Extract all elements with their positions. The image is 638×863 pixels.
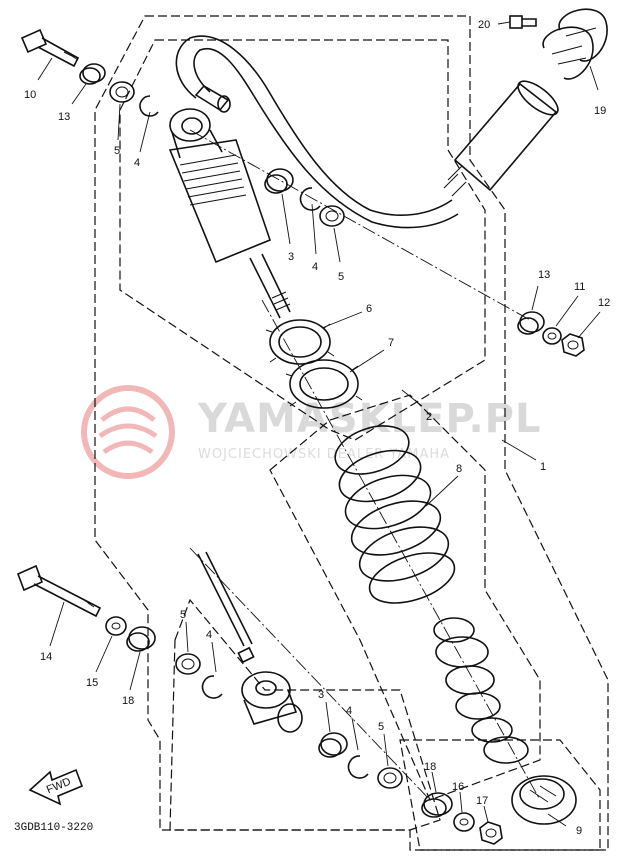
shock-body	[168, 84, 291, 319]
watermark-brand: YAMASKLEP.PL	[197, 396, 541, 442]
callout-2: 2	[426, 411, 432, 423]
callout-3-lower: 3	[318, 689, 324, 701]
lower-washer	[105, 616, 127, 636]
callout-16: 16	[452, 781, 464, 793]
lower-right-circlip	[347, 755, 369, 779]
forward-direction-arrow: FWD	[28, 768, 84, 806]
lower-right-collar-18	[421, 792, 453, 818]
clamp-screw	[509, 15, 537, 29]
callout-7: 7	[388, 337, 394, 349]
callout-5-lower-right: 5	[378, 721, 384, 733]
upper-collar	[79, 63, 106, 85]
lower-right-nut	[479, 821, 503, 845]
upper-right-circlip	[299, 187, 321, 211]
lower-bolt-boundary	[399, 739, 601, 851]
watermark: YAMASKLEP.PL WOJCIECHOWSKI DEALER YAMAHA	[81, 385, 541, 479]
lower-left-circlip	[201, 675, 223, 699]
callout-20: 20	[478, 19, 490, 31]
upper-left-oil-seal	[109, 81, 135, 103]
shock-spring	[334, 425, 456, 604]
lower-bolt	[16, 564, 102, 618]
lower-left-oil-seal	[175, 653, 201, 675]
assembly-boundary-inner	[119, 39, 486, 441]
callout-14: 14	[40, 651, 52, 663]
watermark-logo-mark	[98, 406, 158, 455]
upper-left-circlip	[139, 95, 159, 117]
upper-axis-line	[189, 129, 531, 321]
callout-4-lower-left: 4	[206, 629, 212, 641]
leader-lines	[37, 21, 601, 827]
forward-label: FWD	[45, 776, 73, 797]
lower-right-washer	[453, 812, 475, 832]
lower-left-collar	[126, 626, 156, 652]
callout-13-right: 13	[538, 269, 550, 281]
center-axis-line	[261, 299, 541, 801]
callout-12: 12	[598, 297, 610, 309]
reservoir-clamps	[542, 8, 608, 80]
callout-4-upper-left: 4	[134, 157, 140, 169]
lower-bump-cup	[511, 775, 577, 825]
callout-5-upper-left: 5	[114, 145, 120, 157]
spring-locknut-upper	[265, 319, 335, 365]
lower-right-collar	[318, 732, 348, 758]
lower-right-oil-seal	[377, 767, 403, 789]
callout-18-left: 18	[122, 695, 134, 707]
lower-axis-line	[189, 547, 431, 801]
callout-11: 11	[574, 281, 585, 293]
callout-labels: 10 13 5 4 3 4 5 13 11 12 6 7 2 1 8 9 19 …	[24, 19, 610, 837]
callout-4-lower-right: 4	[346, 705, 352, 717]
watermark-logo	[81, 385, 175, 479]
upper-right-collar	[264, 168, 294, 194]
reservoir-assembly	[175, 35, 559, 229]
spring-boundary	[269, 394, 541, 801]
lower-spring-seat-stack	[433, 617, 529, 764]
callout-1: 1	[540, 461, 546, 473]
lower-eye-clevis	[241, 671, 303, 733]
callout-9: 9	[576, 825, 582, 837]
callout-3-upper: 3	[288, 251, 294, 263]
callout-17: 17	[476, 795, 488, 807]
drawing-code: 3GDB110-3220	[14, 822, 93, 834]
damper-rod	[197, 551, 255, 664]
assembly-boundary-outer	[94, 15, 609, 851]
right-washer	[542, 327, 562, 345]
right-collar	[517, 311, 545, 335]
callout-19: 19	[594, 105, 606, 117]
callout-5-lower-left: 5	[180, 609, 186, 621]
upper-right-oil-seal	[319, 205, 345, 227]
callout-4-upper-right: 4	[312, 261, 318, 273]
callout-15: 15	[86, 677, 98, 689]
callout-8: 8	[456, 463, 462, 475]
upper-bolt	[20, 28, 80, 68]
spring-adjuster-ring	[285, 359, 363, 409]
callout-10: 10	[24, 89, 36, 101]
callout-5-upper-right: 5	[338, 271, 344, 283]
callout-13-upper: 13	[58, 111, 70, 123]
right-nut	[561, 333, 585, 357]
callout-6: 6	[366, 303, 372, 315]
callout-18-right: 18	[424, 761, 436, 773]
